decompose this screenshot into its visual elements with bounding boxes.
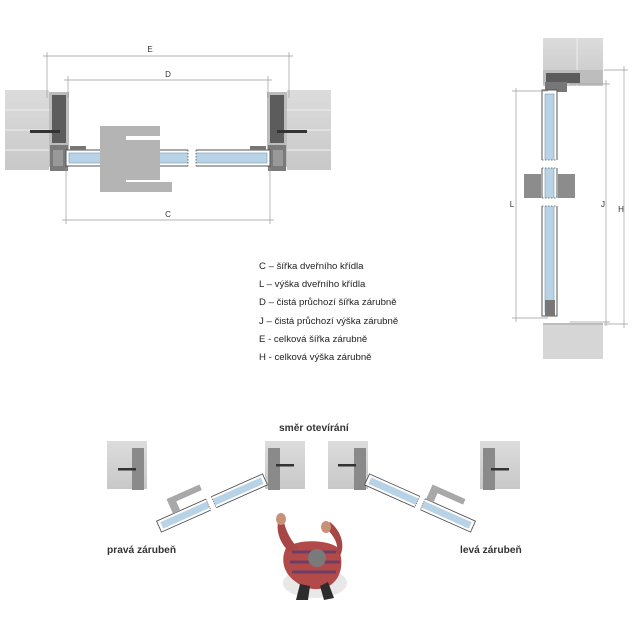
right-frame-wall-b bbox=[265, 441, 305, 490]
vertical-handle-right bbox=[558, 174, 575, 198]
right-frame-label: pravá zárubeň bbox=[107, 545, 177, 556]
right-frame-wall-a bbox=[107, 441, 147, 490]
dimension-d-label: D bbox=[165, 70, 171, 79]
dimension-c-label: C bbox=[165, 210, 171, 219]
glass-leaf bbox=[65, 148, 271, 168]
legend-item-j: J – čistá průchozí výška zárubně bbox=[259, 315, 399, 327]
elevation-section: L J H bbox=[510, 38, 628, 359]
right-wall bbox=[267, 90, 331, 171]
left-wall bbox=[5, 90, 69, 171]
legend-item-h: H - celková výška zárubně bbox=[259, 352, 372, 364]
dimension-e-label: E bbox=[147, 45, 152, 54]
left-frame-wall-a bbox=[328, 441, 368, 490]
legend-list: C – šířka dveřního křídla L – výška dveř… bbox=[259, 258, 398, 367]
legend-item-d: D – čistá průchozí šířka zárubně bbox=[259, 297, 397, 309]
right-frame-leaf bbox=[155, 473, 269, 533]
legend-item-l: L – výška dveřního křídla bbox=[259, 279, 366, 291]
dimension-h-label: H bbox=[618, 205, 624, 214]
left-frame-leaf bbox=[363, 473, 477, 533]
legend-item-c: C – šířka dveřního křídla bbox=[259, 261, 364, 272]
opening-direction-title: směr otevírání bbox=[279, 423, 349, 434]
left-frame-label: levá zárubeň bbox=[460, 545, 522, 556]
dimension-j-label: J bbox=[601, 200, 605, 209]
dimension-l-label: L bbox=[510, 200, 515, 209]
vertical-handle-left bbox=[524, 174, 541, 198]
vertical-dimension-lines bbox=[512, 66, 628, 328]
vertical-glass-leaf bbox=[540, 89, 559, 317]
door-handle bbox=[70, 126, 266, 192]
opening-diagram bbox=[107, 441, 520, 600]
legend-item-e: E - celková šířka zárubně bbox=[259, 333, 368, 345]
floor bbox=[543, 323, 603, 359]
person-icon bbox=[276, 513, 347, 600]
left-frame-wall-b bbox=[480, 441, 520, 490]
plan-section: E D C bbox=[5, 45, 331, 224]
dimension-lines bbox=[43, 52, 293, 224]
